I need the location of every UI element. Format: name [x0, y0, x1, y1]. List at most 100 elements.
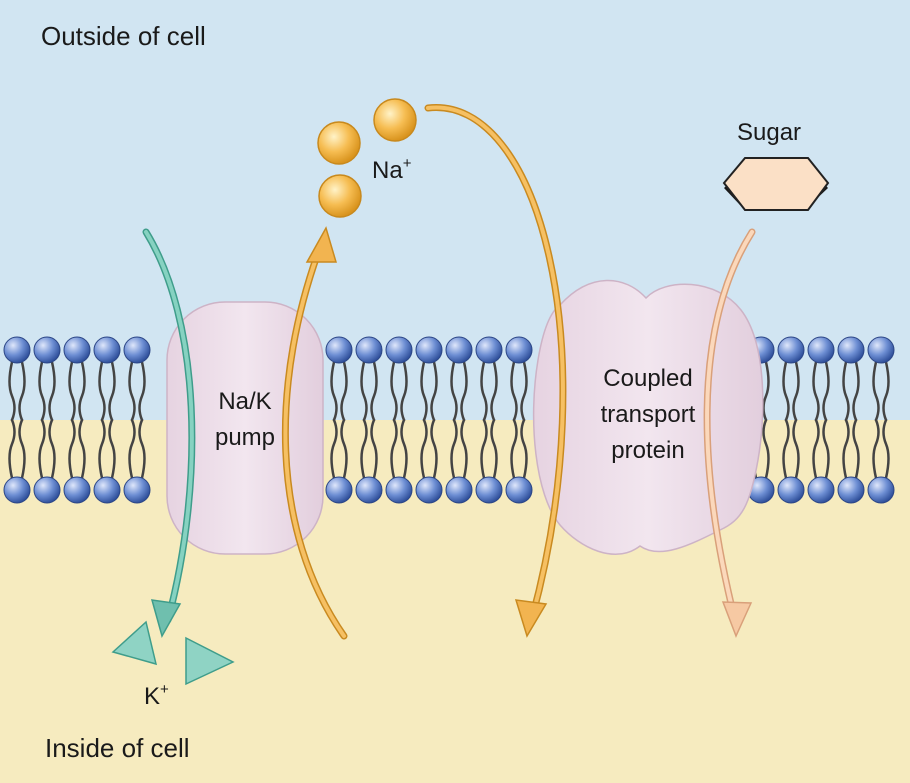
- phospholipid-head: [505, 336, 533, 364]
- lipid-tail: [370, 418, 378, 480]
- phospholipid-head: [93, 336, 121, 364]
- lipid-tail: [98, 418, 106, 480]
- coupled-label-line3: protein: [611, 437, 684, 464]
- phospholipid-head: [475, 476, 503, 504]
- lipid-tail: [792, 360, 800, 422]
- lipid-tail: [430, 418, 438, 480]
- lipid-tail: [108, 418, 116, 480]
- phospholipid-head: [505, 476, 533, 504]
- phospholipid-head: [415, 476, 443, 504]
- phospholipid-head: [445, 336, 473, 364]
- phospholipid-head: [33, 336, 61, 364]
- lipid-tail: [360, 418, 368, 480]
- phospholipid-head: [385, 336, 413, 364]
- lipid-tail: [822, 360, 830, 422]
- pump-label-line2: pump: [215, 424, 275, 451]
- potassium-arrow: [142, 228, 196, 638]
- phospholipid-head: [385, 476, 413, 504]
- na-k-pump-protein: [166, 301, 324, 555]
- lipid-tail: [812, 418, 820, 480]
- phospholipid-head: [325, 336, 353, 364]
- lipid-tail: [480, 360, 488, 422]
- lipid-tail: [762, 360, 770, 422]
- lipid-tail: [340, 418, 348, 480]
- phospholipid-head: [415, 336, 443, 364]
- inside-label: Inside of cell: [45, 733, 190, 763]
- phospholipid-head: [837, 476, 865, 504]
- lipid-tail: [872, 418, 880, 480]
- lipid-tail: [340, 360, 348, 422]
- phospholipid-head: [867, 476, 895, 504]
- lipid-tail: [520, 360, 528, 422]
- lipid-tail: [330, 360, 338, 422]
- lipid-tail: [400, 418, 408, 480]
- sugar-molecule: [722, 157, 830, 211]
- lipid-tail: [18, 360, 26, 422]
- lipid-tail: [842, 418, 850, 480]
- lipid-tail: [98, 360, 106, 422]
- coupled-label-line2: transport: [601, 401, 696, 428]
- sodium-ion: [318, 174, 362, 218]
- sodium-coupled-arrow: [424, 104, 567, 638]
- phospholipid-head: [867, 336, 895, 364]
- sodium-label: Na+: [372, 155, 412, 184]
- potassium-ion: [111, 620, 158, 666]
- lipid-tail: [882, 418, 890, 480]
- lipid-tail: [78, 418, 86, 480]
- lipid-tail: [138, 418, 146, 480]
- lipid-tail: [460, 418, 468, 480]
- lipid-tail: [812, 360, 820, 422]
- phospholipid-head: [355, 476, 383, 504]
- phospholipid-head: [777, 476, 805, 504]
- lipid-tail: [450, 418, 458, 480]
- sugar-label: Sugar: [737, 119, 801, 146]
- sugar-arrow: [703, 228, 756, 638]
- lipid-tail: [852, 360, 860, 422]
- lipid-tail: [842, 360, 850, 422]
- phospholipid-head: [63, 476, 91, 504]
- phospholipid-head: [93, 476, 121, 504]
- phospholipid-head: [807, 336, 835, 364]
- lipid-tail: [822, 418, 830, 480]
- lipid-tail: [872, 360, 880, 422]
- lipid-tail: [48, 360, 56, 422]
- phospholipid-head: [325, 476, 353, 504]
- lipid-tail: [48, 418, 56, 480]
- lipid-tail: [762, 418, 770, 480]
- lipid-tail: [370, 360, 378, 422]
- lipid-tail: [782, 418, 790, 480]
- phospholipid-head: [445, 476, 473, 504]
- lipid-tail: [882, 360, 890, 422]
- phospholipid-head: [123, 476, 151, 504]
- lipid-tail: [782, 360, 790, 422]
- sodium-pump-arrow: [281, 226, 348, 640]
- lipid-tail: [490, 418, 498, 480]
- lipid-tail: [490, 360, 498, 422]
- lipid-tail: [852, 418, 860, 480]
- lipid-tail: [128, 418, 136, 480]
- phospholipid-head: [355, 336, 383, 364]
- sodium-ion: [317, 121, 361, 165]
- phospholipid-head: [837, 336, 865, 364]
- pump-label-line1: Na/K: [218, 388, 271, 415]
- lipid-tail: [8, 418, 16, 480]
- lipid-tail: [18, 418, 26, 480]
- phospholipid-head: [475, 336, 503, 364]
- lipid-tail: [420, 360, 428, 422]
- lipid-tail: [38, 360, 46, 422]
- phospholipid-head: [807, 476, 835, 504]
- lipid-tail: [792, 418, 800, 480]
- potassium-ion: [185, 636, 235, 686]
- lipid-tail: [38, 418, 46, 480]
- lipid-tail: [390, 418, 398, 480]
- lipid-tail: [430, 360, 438, 422]
- lipid-tail: [480, 418, 488, 480]
- phospholipid-head: [3, 336, 31, 364]
- sodium-ion: [373, 98, 417, 142]
- potassium-label: K+: [144, 681, 169, 710]
- lipid-tail: [510, 418, 518, 480]
- lipid-tail: [128, 360, 136, 422]
- lipid-tail: [68, 360, 76, 422]
